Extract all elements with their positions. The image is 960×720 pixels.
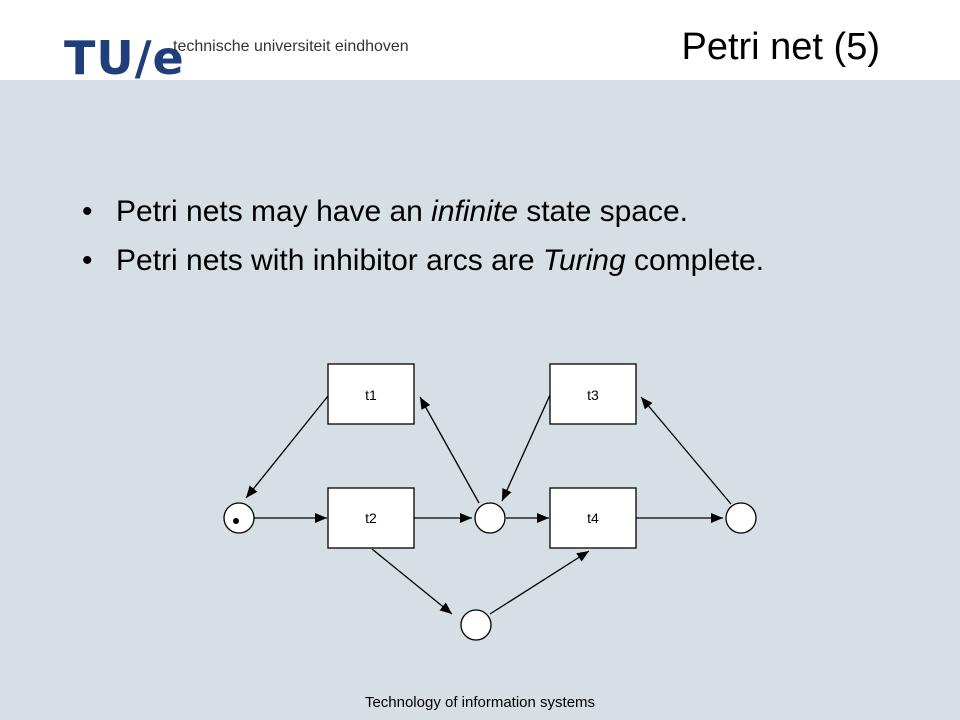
- arc-t1-pleft: [245, 395, 329, 499]
- place-middle: [474, 502, 506, 534]
- bullet-item: •Petri nets may have an infinite state s…: [82, 187, 764, 236]
- transition-label: t3: [587, 387, 599, 403]
- transition-label: t4: [587, 510, 599, 526]
- transition-label: t1: [365, 387, 377, 403]
- bullet-icon: •: [82, 244, 93, 277]
- place-bottom: [460, 609, 492, 641]
- place-left: [223, 502, 255, 534]
- arc-t3-pmid: [501, 394, 551, 502]
- university-name: technische universiteit eindhoven: [173, 38, 409, 55]
- arc-pright-t3: [640, 396, 732, 505]
- slide-title: Petri net (5): [681, 26, 880, 68]
- bullet-icon: •: [82, 195, 93, 228]
- tue-logo: TU/e: [64, 31, 185, 85]
- bullet-item: •Petri nets with inhibitor arcs are Turi…: [82, 236, 764, 285]
- transition-label: t2: [365, 510, 377, 526]
- footer-text: Technology of information systems: [364, 694, 596, 711]
- place-right: [725, 502, 757, 534]
- transition-t3: t3: [549, 363, 637, 425]
- arc-pmid-t1: [419, 396, 480, 504]
- bullet-list: •Petri nets may have an infinite state s…: [82, 187, 764, 285]
- token-dot: [233, 518, 239, 524]
- arcs: [245, 394, 732, 615]
- header-bar: TU/e technische universiteit eindhoven P…: [0, 0, 960, 84]
- transition-t4: t4: [549, 487, 637, 549]
- transition-t1: t1: [327, 363, 415, 425]
- arc-pbottom-t4: [489, 550, 590, 615]
- transition-t2: t2: [327, 487, 415, 549]
- arc-t2-pbottom: [371, 548, 453, 615]
